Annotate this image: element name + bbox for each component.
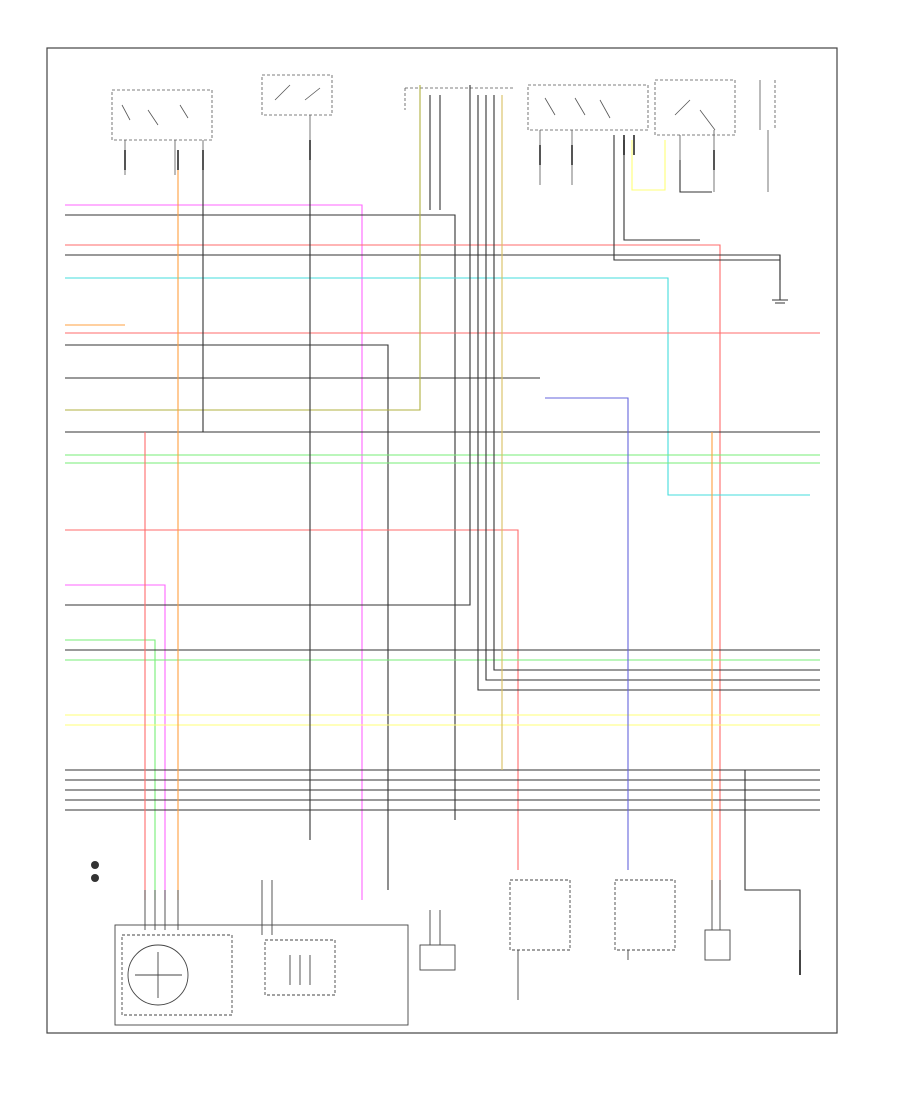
wire-olive [65,85,421,411]
ground-bottom-center-1 [509,879,571,1000]
ignition-coil [261,880,336,996]
wire-cyan [65,277,810,496]
wire-pink-top [65,204,363,900]
relay-bottom-right [704,880,731,961]
top-connector-stubs [124,135,715,170]
wire-red-mid [65,529,519,870]
top-right-fuse [759,80,776,192]
wire-yellow-loop [631,140,666,191]
ground-bottom-center-2 [614,879,676,960]
ground-top-right [772,299,788,304]
ground-far-left [91,861,99,882]
top-ignition-switch [261,74,333,160]
wire-green-3 [65,639,156,900]
wire-bundle-1 [477,95,820,691]
wire-bundle-2 [485,95,820,681]
wire-black-right-3 [613,135,780,261]
wire-black-right-1 [623,140,700,241]
distributor [114,890,409,1026]
center-connector-bottom [419,910,456,971]
wire-bundle-3 [493,95,820,671]
wire-black-right-2 [679,160,712,193]
wire-black-2 [65,254,781,280]
top-right-switch-2 [654,79,736,192]
wire-black-3 [65,344,389,890]
wire-black-top [65,214,456,820]
top-switch-left [111,89,213,175]
top-right-switch-1 [527,84,649,185]
top-center-connector [404,87,515,110]
diagram-border [46,47,838,1034]
wire-red-1 [65,244,721,900]
wire-layer [65,85,820,950]
wire-black-right-4 [744,770,801,950]
wire-blue [545,397,629,870]
wire-pink-2 [65,584,166,900]
wire-black-6 [65,85,471,606]
